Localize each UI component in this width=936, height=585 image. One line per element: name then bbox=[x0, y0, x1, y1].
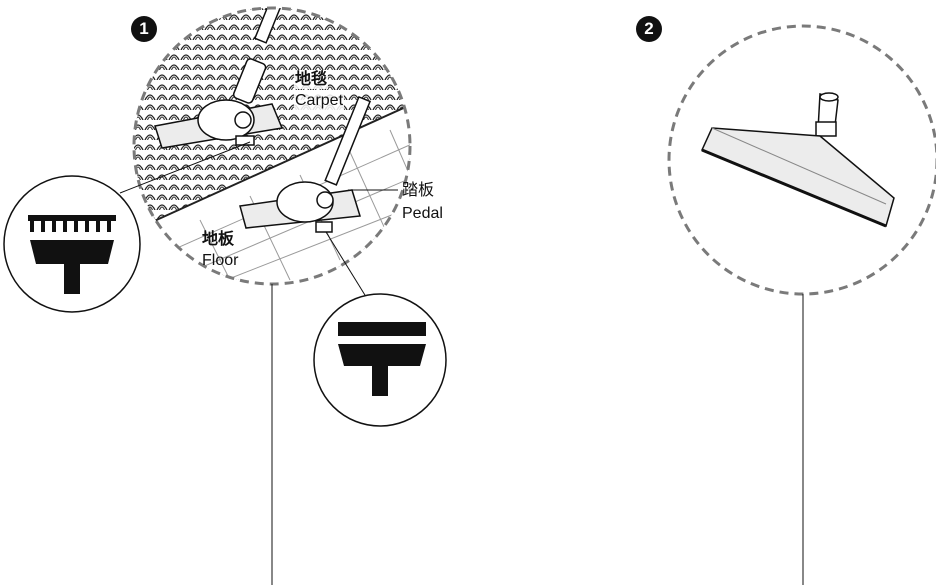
carpet-label-cn: 地毯 bbox=[294, 71, 329, 89]
floor-nozzle bbox=[239, 95, 372, 233]
step-number-1: 1 bbox=[139, 19, 149, 38]
floor-label-en: Floor bbox=[202, 252, 239, 269]
pointer-carpet bbox=[119, 141, 251, 194]
step-badge-1: 1 bbox=[131, 16, 157, 42]
hard-floor-nozzle-illustration bbox=[667, 24, 936, 585]
step-number-2: 2 bbox=[644, 19, 654, 38]
carpet-edge bbox=[134, 95, 410, 233]
floor-nozzle-attachment bbox=[700, 92, 895, 228]
pedal-label-en: Pedal bbox=[402, 205, 443, 222]
carpet-mode-detail bbox=[3, 175, 141, 313]
pedal bbox=[315, 221, 333, 233]
step-badge-2: 2 bbox=[636, 16, 662, 42]
brush-bristles-icon bbox=[28, 215, 116, 294]
flat-plate-icon bbox=[338, 322, 426, 396]
carpet-label-en: Carpet bbox=[294, 92, 345, 110]
floor-mode-detail bbox=[313, 293, 447, 427]
pointer-floor bbox=[325, 231, 369, 301]
floor-label-cn: 地板 bbox=[202, 231, 235, 248]
carpet-floor-illustration bbox=[132, 6, 412, 585]
carpet-nozzle bbox=[154, 8, 284, 149]
pedal-label-cn: 踏板 bbox=[402, 182, 435, 199]
